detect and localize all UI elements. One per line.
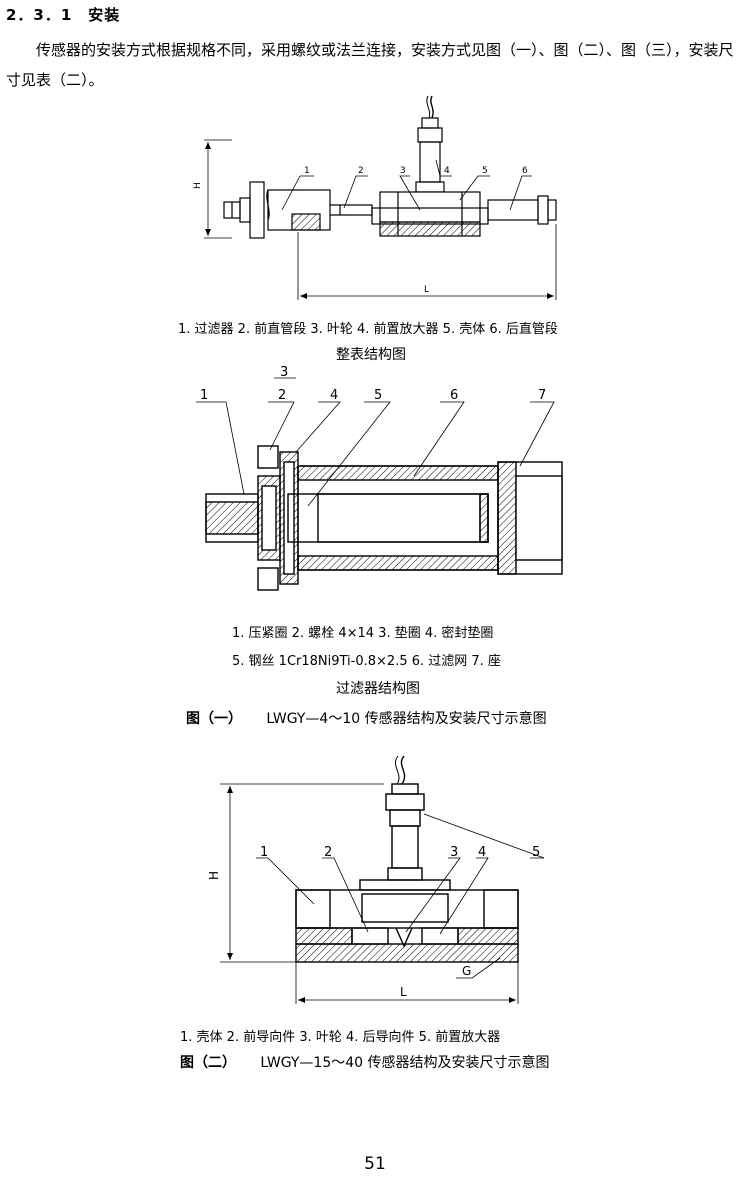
whole-meter-part-4: 4 (444, 166, 450, 176)
figure2-dim-g: G (462, 964, 471, 978)
whole-meter-caption: 1. 过滤器 2. 前直管段 3. 叶轮 4. 前置放大器 5. 壳体 6. 后… (178, 322, 558, 337)
filter-caption-line1: 1. 压紧圈 2. 螺栓 4×14 3. 垫圈 4. 密封垫圈 (232, 626, 494, 641)
whole-meter-dim-h: H (193, 182, 203, 189)
filter-part-3: 3 (280, 365, 288, 380)
figure1-label: 图（一） (186, 711, 242, 727)
whole-meter-part-2: 2 (358, 166, 364, 176)
figure2-drawing (220, 755, 545, 1004)
filter-labels: 1 2 3 4 5 6 7 (200, 365, 546, 403)
section-heading: 2．3．1 安装 (6, 6, 121, 24)
filter-part-6: 6 (450, 388, 458, 403)
whole-meter-dim-l: L (424, 285, 429, 295)
figure2-part-4: 4 (478, 845, 486, 860)
whole-meter-drawing (204, 95, 557, 300)
whole-meter-labels: 1 2 3 4 5 6 H L (193, 166, 528, 295)
whole-meter-part-6: 6 (522, 166, 528, 176)
figure2-labels: 1 2 3 4 5 H L G (207, 845, 540, 999)
whole-meter-part-1: 1 (304, 166, 310, 176)
filter-title: 过滤器结构图 (336, 681, 420, 697)
figure1-title: 图（一） LWGY—4～10 传感器结构及安装尺寸示意图 (186, 708, 547, 728)
figure2-part-3: 3 (450, 845, 458, 860)
figure2-part-5: 5 (532, 845, 540, 860)
figure2-dim-l: L (400, 985, 407, 999)
figure1-title-text: LWGY—4～10 传感器结构及安装尺寸示意图 (266, 711, 547, 727)
whole-meter-part-5: 5 (482, 166, 488, 176)
figure2-caption: 1. 壳体 2. 前导向件 3. 叶轮 4. 后导向件 5. 前置放大器 (180, 1030, 501, 1045)
section-paragraph: 传感器的安装方式根据规格不同，采用螺纹或法兰连接，安装方式见图（一）、图（二）、… (6, 41, 734, 89)
whole-meter-title: 整表结构图 (336, 347, 406, 363)
page-number: 51 (364, 1154, 386, 1174)
figure2-dim-h: H (207, 871, 221, 880)
figure2-label: 图（二） (180, 1055, 236, 1071)
filter-part-4: 4 (330, 388, 338, 403)
filter-part-2: 2 (278, 388, 286, 403)
figure2-title: 图（二） LWGY—15～40 传感器结构及安装尺寸示意图 (180, 1052, 550, 1072)
figure2-title-text: LWGY—15～40 传感器结构及安装尺寸示意图 (260, 1055, 550, 1071)
filter-caption-line2: 5. 钢丝 1Cr18Ni9Ti-0.8×2.5 6. 过滤网 7. 座 (232, 654, 501, 669)
whole-meter-part-3: 3 (400, 166, 406, 176)
filter-drawing (196, 377, 563, 591)
filter-part-5: 5 (374, 388, 382, 403)
figure2-part-1: 1 (260, 845, 268, 860)
figure2-part-2: 2 (324, 845, 332, 860)
filter-part-7: 7 (538, 388, 546, 403)
filter-part-1: 1 (200, 388, 208, 403)
